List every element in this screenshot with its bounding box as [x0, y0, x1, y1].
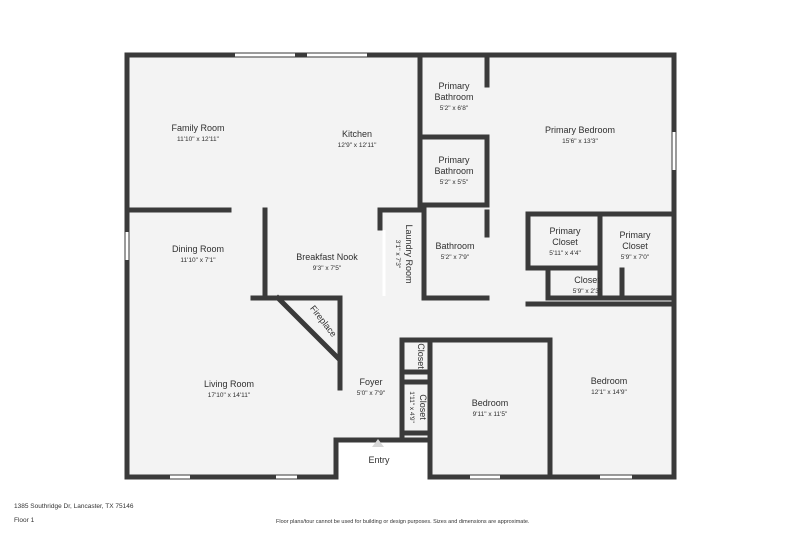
bedroom-1-name: Bedroom	[472, 398, 509, 408]
primary-bathroom-1-name-line1: Primary	[439, 81, 470, 91]
closet-foyer-2-dims: 1'11" x 4'9"	[408, 391, 415, 423]
entry-arrow-icon	[372, 439, 384, 447]
bathroom-name: Bathroom	[435, 241, 474, 251]
laundry-room-name: Laundry Room	[404, 224, 414, 283]
closet-foyer-1-name: Closet	[416, 343, 426, 369]
primary-bathroom-1-name-line2: Bathroom	[434, 92, 473, 102]
footer-floor: Floor 1	[14, 517, 35, 524]
bedroom-2-dims: 12'1" x 14'9"	[591, 389, 627, 396]
foyer-dims: 5'0" x 7'9"	[357, 390, 386, 397]
primary-closet-1-name-line2: Closet	[552, 237, 578, 247]
bedroom-1-dims: 9'11" x 11'5"	[473, 411, 508, 418]
living-room-dims: 17'10" x 14'11"	[208, 392, 251, 399]
kitchen-name: Kitchen	[342, 129, 372, 139]
closet-small-name: Closet	[574, 275, 600, 285]
primary-bathroom-2-dims: 5'2" x 5'5"	[440, 179, 469, 186]
footer-disclaimer: Floor plans/tour cannot be used for buil…	[276, 519, 530, 525]
bathroom-dims: 5'2" x 7'9"	[441, 254, 470, 261]
bedroom-2-name: Bedroom	[591, 376, 628, 386]
window-edges	[125, 53, 676, 479]
primary-closet-1-dims: 5'11" x 4'4"	[549, 250, 581, 257]
dining-room-name: Dining Room	[172, 244, 224, 254]
primary-bedroom-dims: 15'6" x 13'3"	[562, 138, 598, 145]
primary-closet-2-name-line1: Primary	[620, 230, 651, 240]
primary-bedroom-name: Primary Bedroom	[545, 125, 615, 135]
footer-address: 1385 Southridge Dr, Lancaster, TX 75146	[14, 503, 134, 510]
breakfast-nook-dims: 9'3" x 7'5"	[313, 265, 342, 272]
primary-closet-2-dims: 5'9" x 7'0"	[621, 254, 650, 261]
entry-name: Entry	[368, 455, 390, 465]
living-room-name: Living Room	[204, 379, 254, 389]
closet-foyer-2-name: Closet	[418, 394, 428, 420]
primary-closet-1-name-line1: Primary	[550, 226, 581, 236]
foyer-name: Foyer	[359, 377, 382, 387]
primary-bathroom-2-name-line2: Bathroom	[434, 166, 473, 176]
walls	[124, 52, 677, 480]
breakfast-nook-name: Breakfast Nook	[296, 252, 358, 262]
family-room-dims: 11'10" x 12'11"	[177, 136, 220, 143]
kitchen-dims: 12'9" x 12'11"	[338, 142, 377, 149]
primary-bathroom-1-dims: 5'2" x 6'8"	[440, 105, 469, 112]
primary-bathroom-2-name-line1: Primary	[439, 155, 470, 165]
laundry-room-dims: 3'1" x 7'3"	[394, 240, 401, 269]
primary-closet-2-name-line2: Closet	[622, 241, 648, 251]
windows	[125, 53, 676, 479]
dining-room-dims: 11'10" x 7'1"	[180, 257, 216, 264]
closet-small-dims: 5'9" x 2'3"	[573, 288, 602, 295]
family-room-name: Family Room	[171, 123, 224, 133]
